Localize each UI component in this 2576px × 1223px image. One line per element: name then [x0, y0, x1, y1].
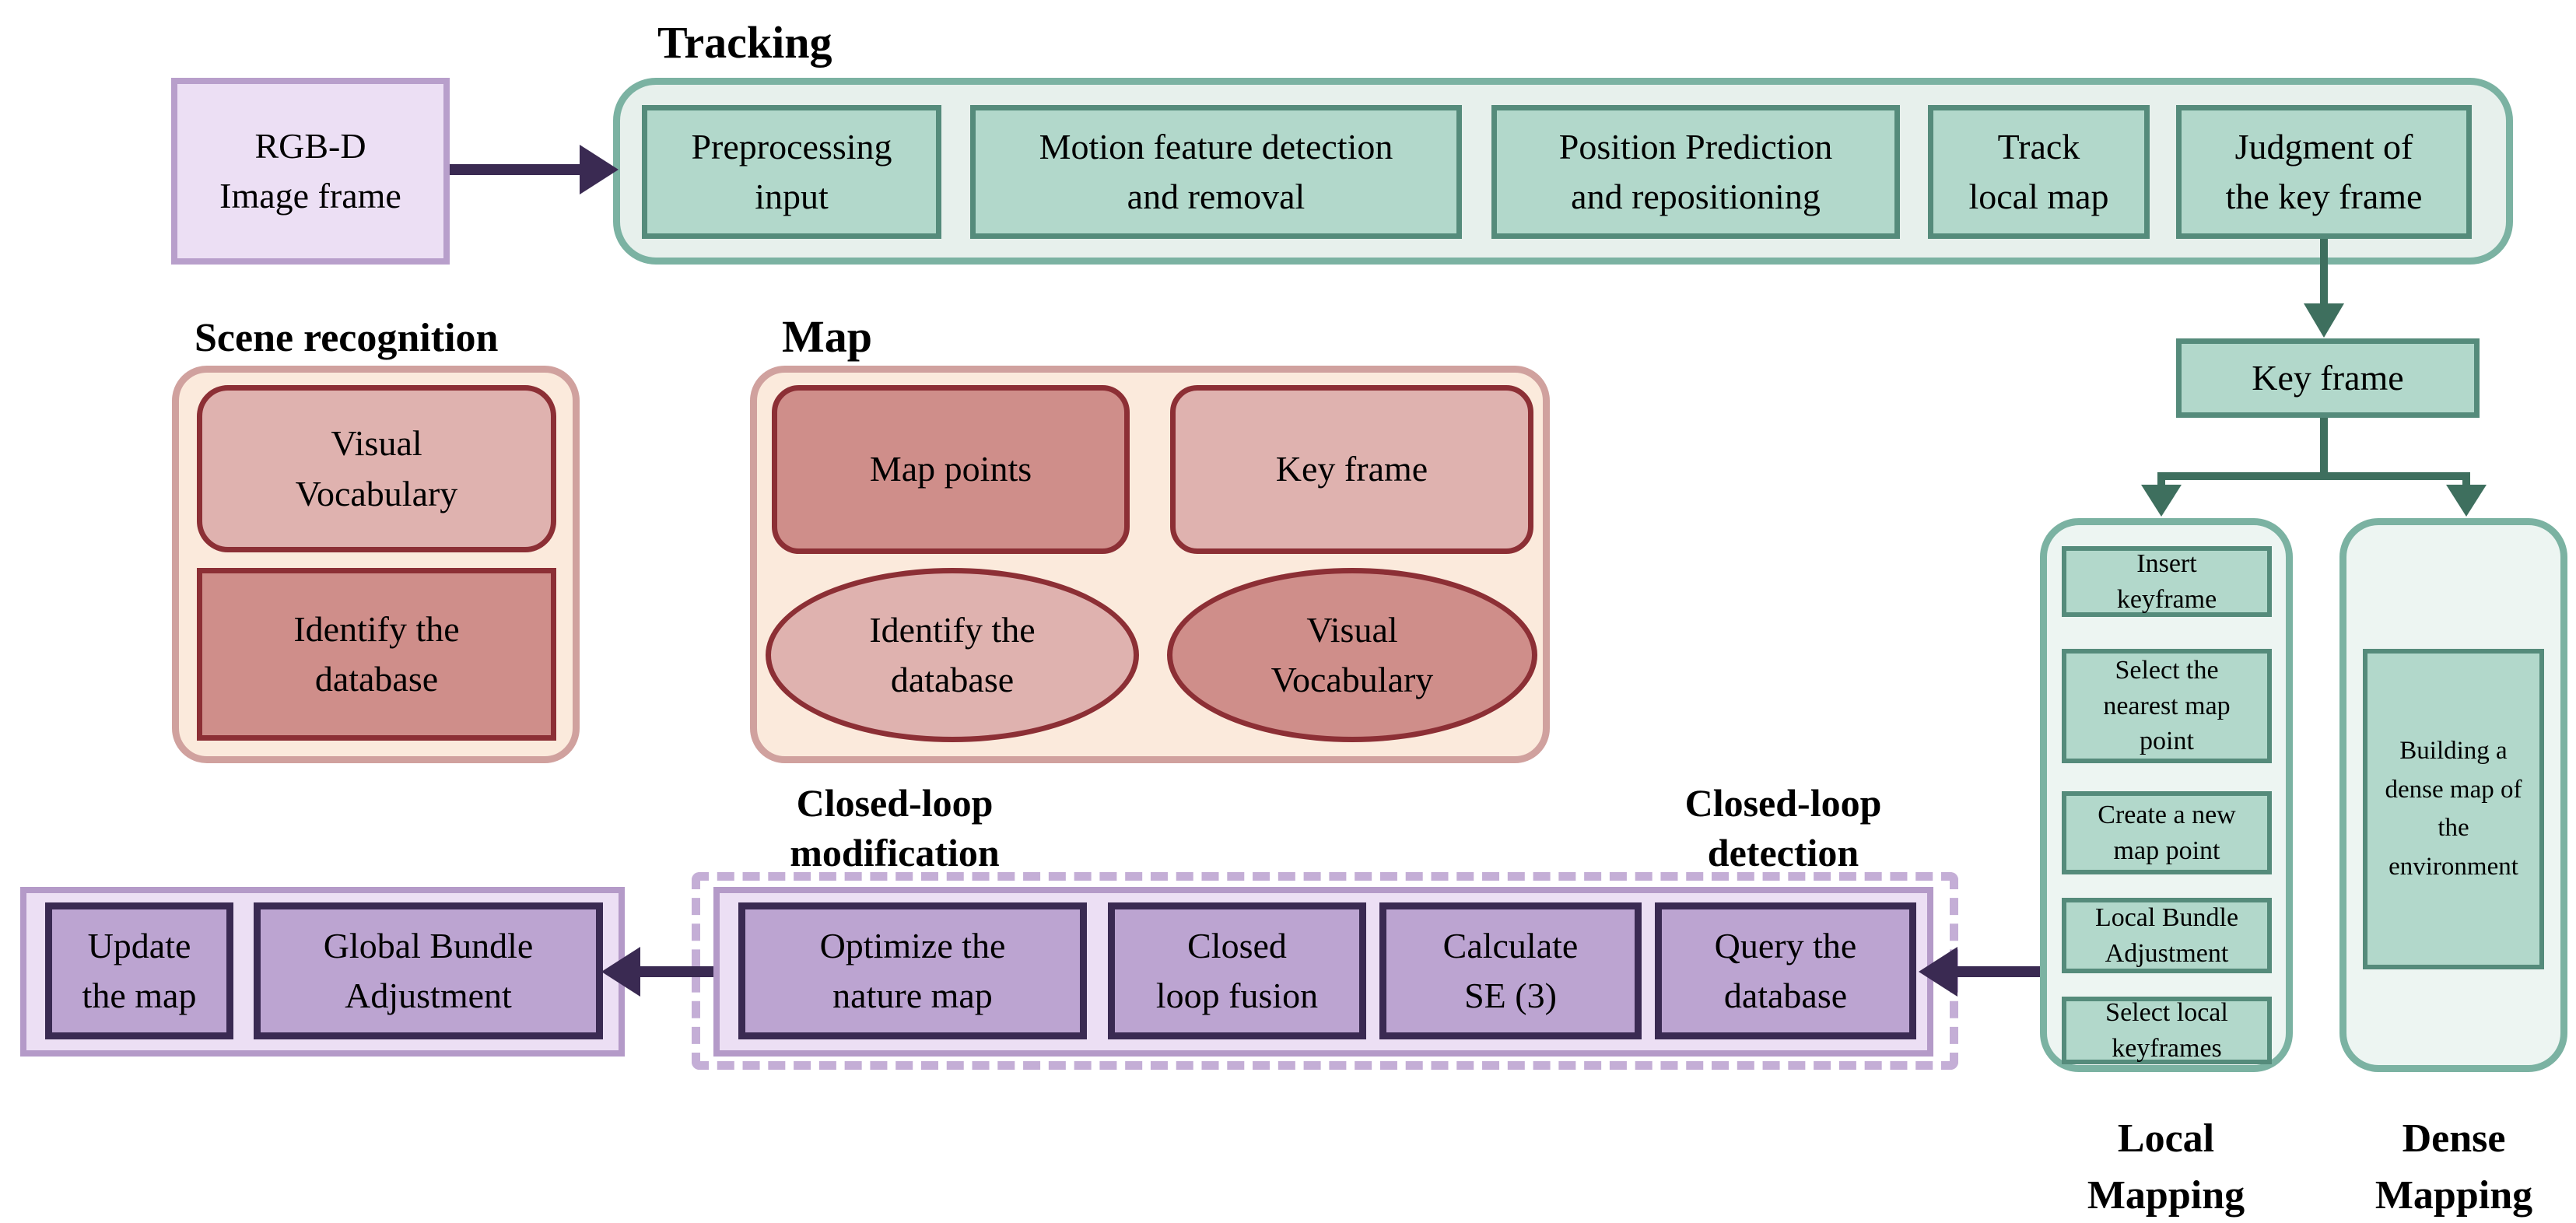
rgbd-image-frame-box: RGB-D Image frame [171, 78, 450, 265]
local-mapping-step-select-local-keyframes: Select local keyframes [2062, 997, 2272, 1064]
arrowhead-to-dense-mapping [2446, 485, 2487, 517]
closed-loop-step-closed-loop-fusion: Closed loop fusion [1108, 902, 1366, 1039]
map-visual-vocabulary-ellipse: Visual Vocabulary [1167, 568, 1537, 742]
closed-loop-modification-title: Closed-loop modification [790, 781, 1000, 874]
map-title: Map [782, 311, 872, 362]
tracking-step-preprocessing-input: Preprocessing input [642, 105, 941, 239]
local-mapping-title: Local Mapping [2087, 1116, 2245, 1218]
dense-mapping-title: Dense Mapping [2374, 1116, 2533, 1218]
local-mapping-step-create-new-map-point: Create a new map point [2062, 791, 2272, 874]
dense-mapping-box: Building a dense map of the environment [2363, 649, 2544, 969]
closed-loop-step-query-database: Query the database [1655, 902, 1916, 1039]
local-mapping-step-local-bundle-adjustment: Local Bundle Adjustment [2062, 898, 2272, 973]
tracking-step-position-prediction: Position Prediction and repositioning [1491, 105, 1900, 239]
tracking-step-track-local-map: Track local map [1928, 105, 2150, 239]
scene-recognition-title: Scene recognition [195, 316, 499, 360]
arrowhead-to-local-mapping [2141, 485, 2182, 517]
arrow-rgbd-to-tracking [450, 145, 619, 194]
update-the-map-box: Update the map [45, 902, 233, 1039]
tracking-step-judgment-key-frame: Judgment of the key frame [2176, 105, 2472, 239]
closed-loop-step-optimize-nature-map: Optimize the nature map [738, 902, 1087, 1039]
closed-loop-step-calculate-se3: Calculate SE (3) [1379, 902, 1642, 1039]
map-points-box: Map points [772, 385, 1130, 554]
tracking-title: Tracking [657, 17, 832, 68]
scene-identify-database-box: Identify the database [197, 568, 556, 741]
closed-loop-detection-title: Closed-loop detection [1684, 781, 1882, 874]
local-mapping-step-insert-keyframe: Insert keyframe [2062, 546, 2272, 617]
tracking-step-motion-feature-detection: Motion feature detection and removal [970, 105, 1462, 239]
map-key-frame-box: Key frame [1170, 385, 1533, 554]
map-identify-database-ellipse: Identify the database [766, 568, 1139, 742]
key-frame-box: Key frame [2176, 338, 2480, 418]
connector-keyframe-split [2141, 418, 2487, 517]
scene-visual-vocabulary-box: Visual Vocabulary [197, 385, 556, 552]
local-mapping-step-select-nearest-map-point: Select the nearest map point [2062, 649, 2272, 763]
global-bundle-adjustment-box: Global Bundle Adjustment [254, 902, 603, 1039]
